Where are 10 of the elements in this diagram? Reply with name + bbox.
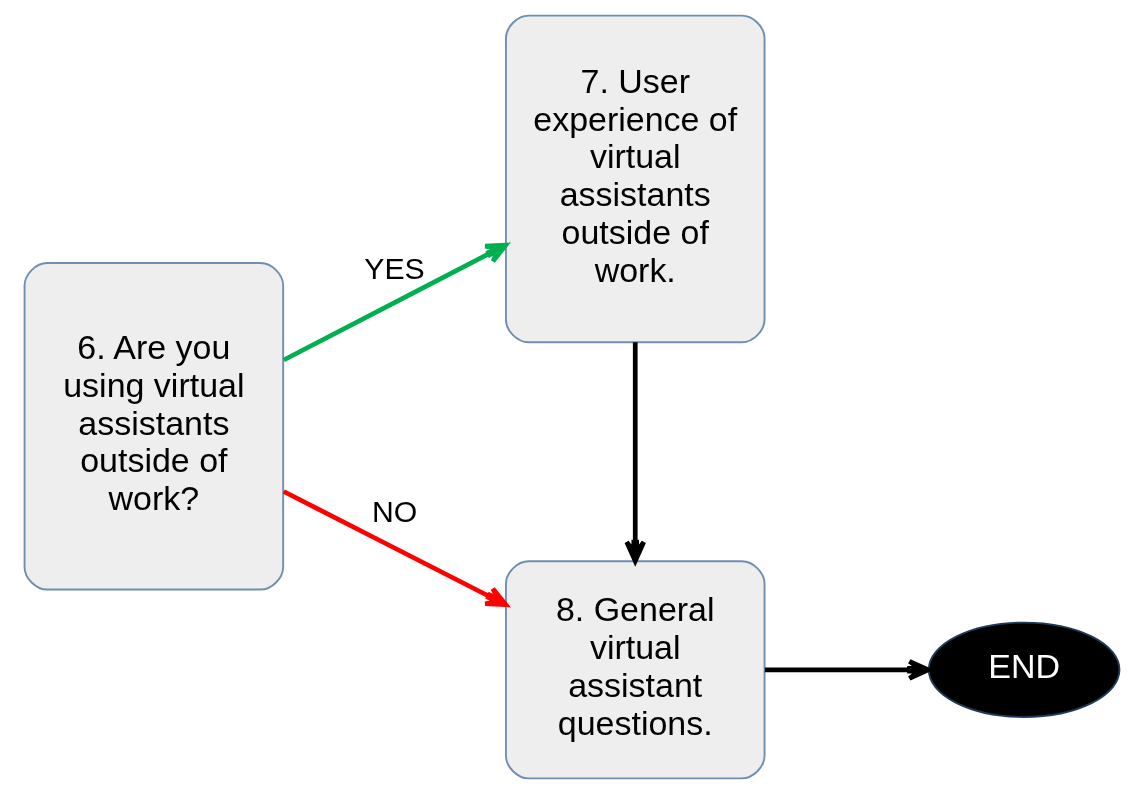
node-box: 6. Are you using virtual assistants outside of work? — [23, 262, 285, 591]
arrow — [624, 342, 647, 564]
node-box: 7. User experience of virtual assistants outside of work. — [505, 14, 766, 344]
node-ellipse: END — [927, 621, 1121, 718]
arrow — [282, 242, 509, 363]
arrow — [282, 489, 509, 608]
arrow — [764, 658, 931, 681]
edge-label: YES — [364, 251, 425, 285]
edge-label: NO — [371, 495, 418, 529]
node-box: 8. General virtual assistant questions. — [505, 560, 766, 780]
